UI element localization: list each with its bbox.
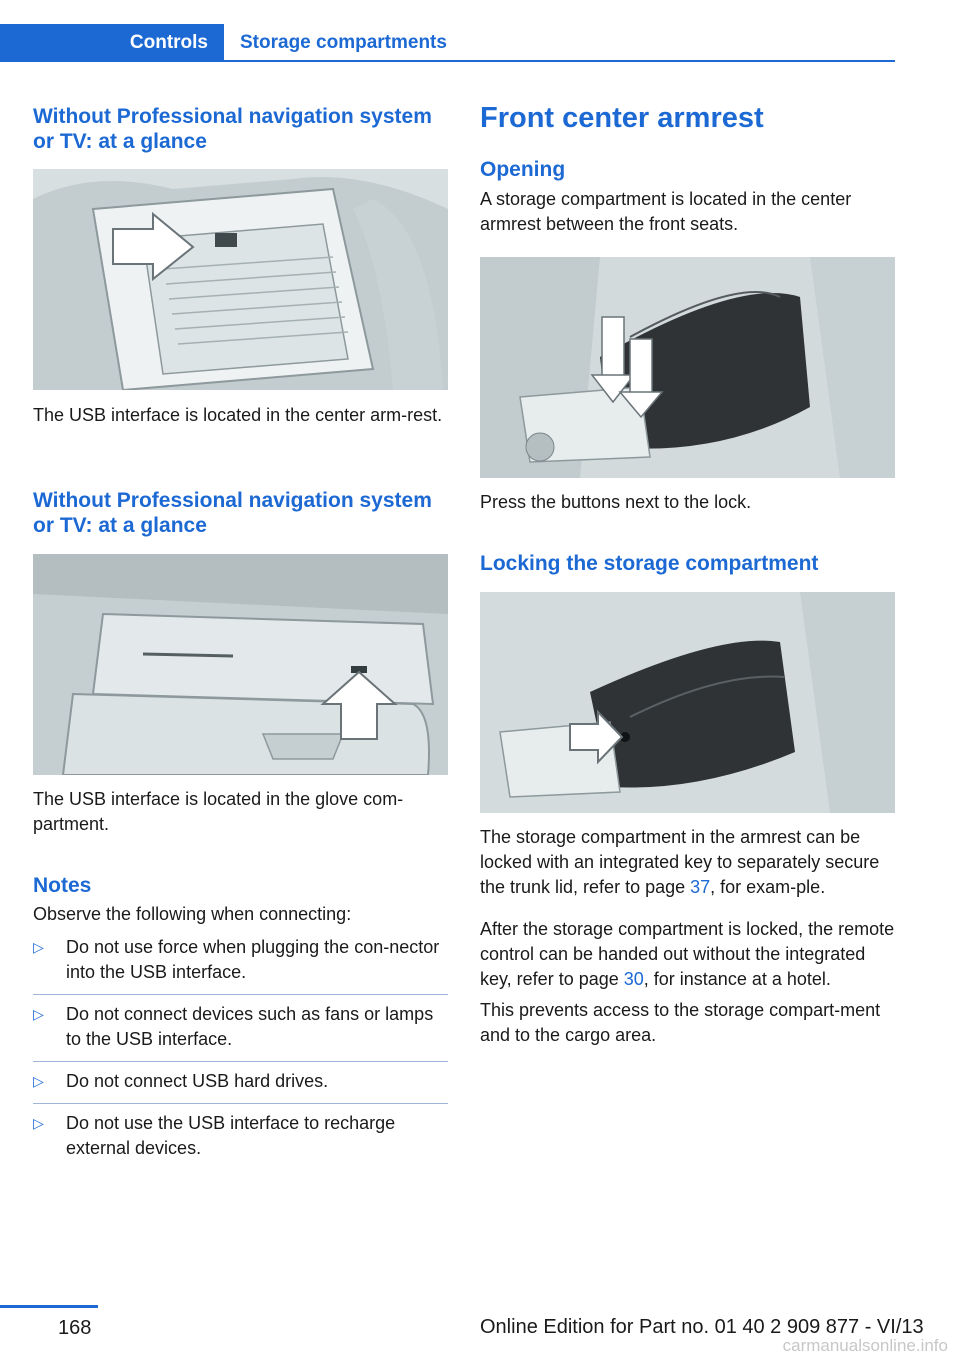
breadcrumb[interactable]: Storage compartments: [240, 32, 447, 53]
page-link-30[interactable]: 30: [623, 969, 644, 989]
caption-glovebox-block: The USB interface is located in the glov…: [33, 787, 448, 837]
left-heading-2-block: Without Professional navigation system o…: [33, 488, 448, 538]
list-item: ▷Do not use the USB interface to recharg…: [33, 1113, 396, 1158]
list-item: ▷Do not connect USB hard drives.: [33, 1069, 448, 1104]
notes-block: Notes Observe the following when connect…: [33, 873, 448, 1177]
caption-usb-armrest: The USB interface is located in the cent…: [33, 405, 443, 425]
list-item: ▷Do not connect devices such as fans or …: [33, 1002, 448, 1062]
page-number: 168: [58, 1317, 92, 1339]
opening-caption: Press the buttons next to the lock.: [480, 492, 752, 512]
prevent-access-text: This prevents access to the storage comp…: [480, 1000, 881, 1045]
figure-armrest-lock: [480, 592, 895, 813]
notes-list: ▷Do not use force when plugging the con-…: [33, 935, 448, 1170]
after-locked-text: After the storage compartment is locked,…: [480, 919, 895, 989]
notes-heading: Notes: [33, 874, 92, 897]
opening-caption-block: Press the buttons next to the lock. Lock…: [480, 490, 898, 577]
locking-heading: Locking the storage compartment: [480, 552, 819, 575]
caption-armrest-block: The USB interface is located in the cent…: [33, 403, 448, 428]
figure-glovebox-usb: [33, 554, 448, 775]
section-label: Controls: [129, 32, 208, 53]
caption-usb-glovebox: The USB interface is located in the glov…: [33, 789, 404, 834]
page-title: Front center armrest: [480, 102, 764, 134]
heading-usb-glovebox: Without Professional navigation system o…: [33, 489, 432, 537]
header-rule: [0, 60, 895, 62]
watermark: carmanualsonline.info: [782, 1336, 948, 1355]
right-title-block: Front center armrest Opening A storage c…: [480, 101, 898, 237]
left-heading-1-block: Without Professional navigation system o…: [33, 104, 448, 154]
notes-intro: Observe the following when connecting:: [33, 904, 352, 924]
opening-heading: Opening: [480, 158, 566, 181]
section-tab[interactable]: Controls: [0, 24, 224, 62]
blue-triangle-icon: ▷: [33, 939, 44, 955]
footer-rule: [0, 1305, 98, 1308]
blue-triangle-icon: ▷: [33, 1073, 44, 1089]
locking-text: The storage compartment in the armrest c…: [480, 827, 880, 897]
locking-text-block: The storage compartment in the armrest c…: [480, 825, 898, 1048]
edition-text: Online Edition for Part no. 01 40 2 909 …: [480, 1316, 924, 1338]
heading-usb-armrest: Without Professional navigation system o…: [33, 105, 432, 153]
opening-text: A storage compartment is located in the …: [480, 189, 852, 234]
list-item: ▷Do not use force when plugging the con-…: [33, 935, 448, 995]
page-link-37[interactable]: 37: [690, 877, 711, 897]
figure-armrest-buttons: [480, 257, 895, 478]
blue-triangle-icon: ▷: [33, 1006, 44, 1022]
figure-armrest-usb: [33, 169, 448, 390]
blue-triangle-icon: ▷: [33, 1115, 44, 1131]
